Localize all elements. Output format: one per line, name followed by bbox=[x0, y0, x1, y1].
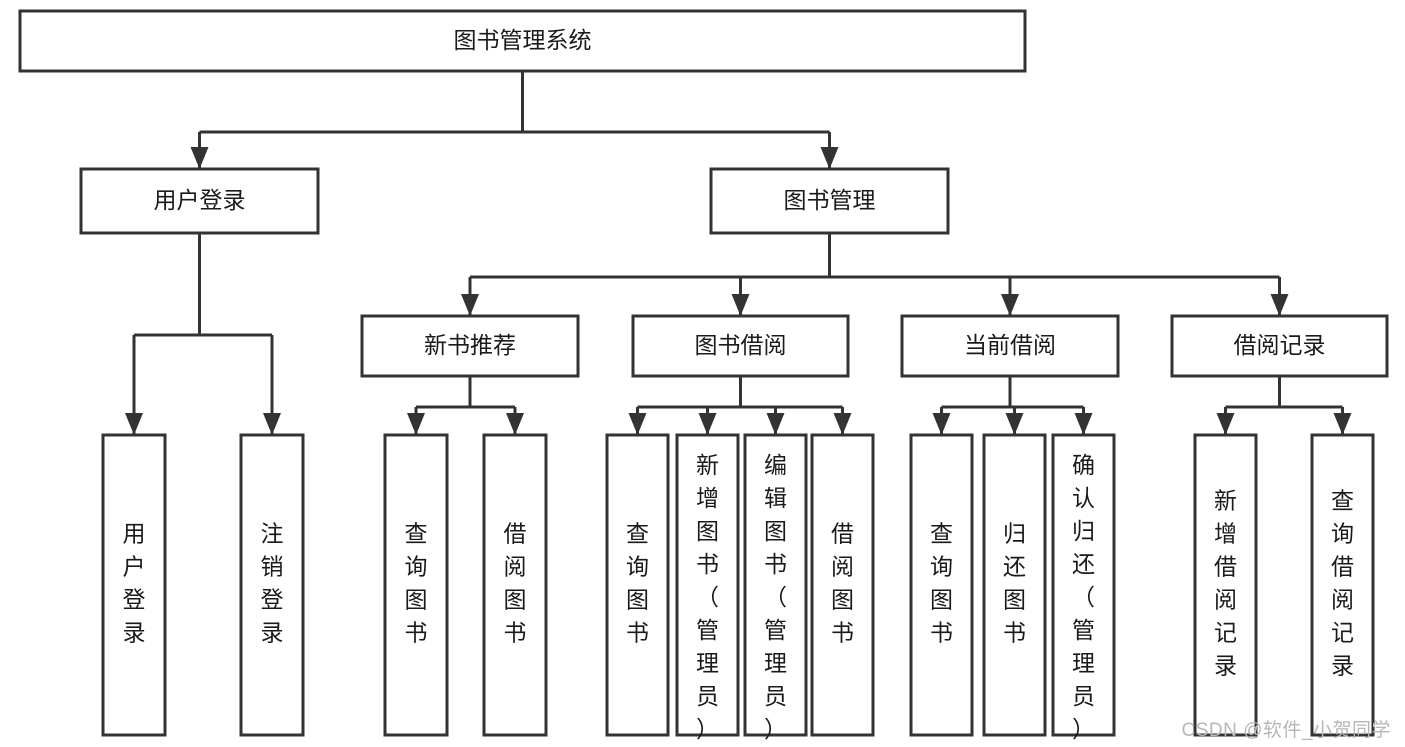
node-box[interactable] bbox=[360, 314, 580, 378]
arrow-head-icon bbox=[1270, 294, 1289, 316]
node-box[interactable] bbox=[79, 167, 320, 235]
arrow-head-icon bbox=[628, 413, 647, 435]
node-label: 确认归还（管理员） bbox=[1072, 452, 1095, 742]
node-level3-2[interactable]: 当前借阅 bbox=[900, 314, 1120, 378]
node-layer: 图书管理系统用户登录图书管理新书推荐图书借阅当前借阅借阅记录用户登录注销登录查询… bbox=[18, 9, 1389, 742]
node-label: 图书管理 bbox=[784, 187, 876, 213]
node-leaf-2[interactable]: 查询图书 bbox=[383, 433, 449, 737]
node-label: 新增图书（管理员） bbox=[696, 452, 719, 742]
node-leaf-4[interactable]: 查询图书 bbox=[605, 433, 670, 737]
arrow-head-icon bbox=[731, 294, 750, 316]
node-label: 用户登录 bbox=[154, 187, 246, 213]
arrow-head-icon bbox=[461, 294, 479, 316]
node-leaf-3[interactable]: 借阅图书 bbox=[482, 433, 548, 737]
node-root-0[interactable]: 图书管理系统 bbox=[18, 9, 1027, 73]
node-level3-0[interactable]: 新书推荐 bbox=[360, 314, 580, 378]
node-leaf-7[interactable]: 借阅图书 bbox=[810, 433, 875, 737]
node-leaf-9[interactable]: 归还图书 bbox=[982, 433, 1047, 737]
node-label: 图书管理系统 bbox=[454, 27, 592, 53]
arrow-head-icon bbox=[1005, 413, 1024, 435]
node-label: 当前借阅 bbox=[964, 332, 1056, 358]
arrow-head-icon bbox=[1216, 413, 1235, 435]
node-box[interactable] bbox=[631, 314, 850, 378]
arrow-head-icon bbox=[125, 413, 143, 435]
node-box[interactable] bbox=[810, 433, 875, 737]
node-level2-1[interactable]: 图书管理 bbox=[709, 167, 950, 235]
arrow-head-icon bbox=[407, 413, 425, 435]
node-label: 查询图书 bbox=[626, 521, 649, 646]
node-label: 图书借阅 bbox=[695, 332, 787, 358]
arrow-head-icon bbox=[820, 147, 839, 169]
node-label: 借阅图书 bbox=[831, 521, 854, 646]
node-label: 新增借阅记录 bbox=[1214, 488, 1237, 679]
node-label: 查询借阅记录 bbox=[1331, 488, 1354, 679]
node-box[interactable] bbox=[1310, 433, 1375, 737]
arrow-head-icon bbox=[190, 147, 209, 169]
node-label: 归还图书 bbox=[1003, 521, 1026, 646]
node-level3-1[interactable]: 图书借阅 bbox=[631, 314, 850, 378]
node-label: 注销登录 bbox=[261, 521, 284, 646]
arrow-head-icon bbox=[263, 413, 281, 435]
node-label: 借阅记录 bbox=[1234, 332, 1326, 358]
node-box[interactable] bbox=[1051, 433, 1116, 737]
node-leaf-11[interactable]: 新增借阅记录 bbox=[1193, 433, 1258, 737]
node-box[interactable] bbox=[900, 314, 1120, 378]
arrow-head-icon bbox=[698, 413, 717, 435]
node-box[interactable] bbox=[605, 433, 670, 737]
node-box[interactable] bbox=[1170, 314, 1389, 378]
node-box[interactable] bbox=[383, 433, 449, 737]
node-leaf-12[interactable]: 查询借阅记录 bbox=[1310, 433, 1375, 737]
node-label: 查询图书 bbox=[405, 521, 428, 646]
node-label: 借阅图书 bbox=[504, 521, 527, 646]
node-box[interactable] bbox=[743, 433, 808, 737]
node-box[interactable] bbox=[101, 433, 167, 737]
arrow-head-icon bbox=[1074, 413, 1093, 435]
node-box[interactable] bbox=[909, 433, 974, 737]
node-box[interactable] bbox=[982, 433, 1047, 737]
arrow-head-icon bbox=[1001, 294, 1019, 316]
node-leaf-0[interactable]: 用户登录 bbox=[101, 433, 167, 737]
node-label: 编辑图书（管理员） bbox=[764, 452, 787, 742]
node-leaf-10[interactable]: 确认归还（管理员） bbox=[1051, 433, 1116, 742]
connector-layer bbox=[125, 71, 1352, 435]
node-box[interactable] bbox=[482, 433, 548, 737]
arrow-head-icon bbox=[833, 413, 852, 435]
node-level2-0[interactable]: 用户登录 bbox=[79, 167, 320, 235]
node-box[interactable] bbox=[18, 9, 1027, 73]
node-label: 查询图书 bbox=[930, 521, 953, 646]
node-box[interactable] bbox=[239, 433, 305, 737]
node-leaf-5[interactable]: 新增图书（管理员） bbox=[675, 433, 740, 742]
arrow-head-icon bbox=[932, 413, 951, 435]
node-leaf-8[interactable]: 查询图书 bbox=[909, 433, 974, 737]
arrow-head-icon bbox=[766, 413, 785, 435]
node-box[interactable] bbox=[675, 433, 740, 737]
node-box[interactable] bbox=[709, 167, 950, 235]
arrow-head-icon bbox=[506, 413, 524, 435]
node-box[interactable] bbox=[1193, 433, 1258, 737]
node-leaf-1[interactable]: 注销登录 bbox=[239, 433, 305, 737]
node-label: 新书推荐 bbox=[424, 332, 516, 358]
arrow-head-icon bbox=[1333, 413, 1352, 435]
node-leaf-6[interactable]: 编辑图书（管理员） bbox=[743, 433, 808, 742]
node-level3-3[interactable]: 借阅记录 bbox=[1170, 314, 1389, 378]
node-label: 用户登录 bbox=[123, 521, 146, 646]
